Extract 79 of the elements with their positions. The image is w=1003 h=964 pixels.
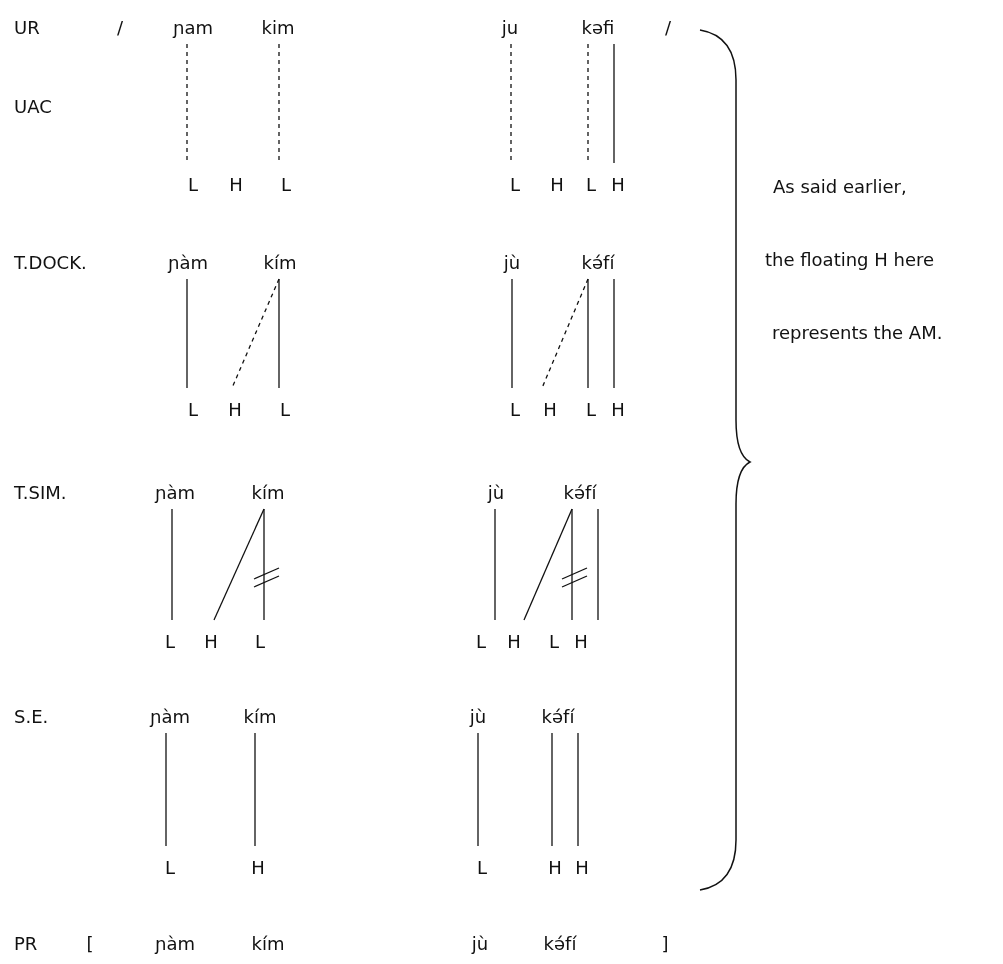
association-line <box>541 278 589 389</box>
row-label: T.DOCK. <box>14 253 87 273</box>
word-text: ɲàm <box>154 934 196 954</box>
tone-text: L <box>586 163 596 195</box>
syllable-text: ɲàm <box>154 483 196 509</box>
tone-text: H <box>574 620 588 652</box>
association-line <box>597 508 599 621</box>
tone-text: L <box>165 620 175 652</box>
association-line <box>186 278 188 389</box>
tone-text: H <box>575 846 589 878</box>
tone-text: L <box>188 388 198 420</box>
association-line <box>165 732 167 847</box>
association-line <box>263 508 265 621</box>
tone-text: L <box>280 388 290 420</box>
association-line <box>254 732 256 847</box>
association-line <box>477 732 479 847</box>
syllable-text: kə́fí <box>541 707 575 733</box>
note-text: represents the AM. <box>772 323 943 343</box>
row-label: UR <box>14 18 40 38</box>
bracket: [ <box>86 934 94 954</box>
syllable-text: jù <box>503 253 521 279</box>
association-line <box>231 278 280 389</box>
syllable-text: kím <box>263 253 297 279</box>
tone-text: H <box>550 163 564 195</box>
slash: / <box>116 18 124 38</box>
tone-text: H <box>507 620 521 652</box>
association-line <box>571 508 573 621</box>
association-line <box>587 278 589 389</box>
syllable-text: kim <box>261 18 295 44</box>
row-label: UAC <box>14 97 52 117</box>
syllable-text: ɲàm <box>149 707 191 733</box>
syllable-text: kím <box>251 483 285 509</box>
tone-text: H <box>543 388 557 420</box>
syllable-text: ɲam <box>172 18 214 44</box>
row-label: S.E. <box>14 707 49 727</box>
association-line <box>278 278 280 389</box>
tone-text: L <box>165 846 175 878</box>
tone-text: L <box>255 620 265 652</box>
tone-text: L <box>188 163 198 195</box>
word-text: jù <box>471 934 489 954</box>
tone-text: L <box>586 388 596 420</box>
tone-text: H <box>611 388 625 420</box>
tone-text: L <box>549 620 559 652</box>
syllable-text: kə́fí <box>581 253 615 279</box>
syllable-text: ju <box>501 18 519 44</box>
syllable-text: jù <box>469 707 487 733</box>
syllable-text: kím <box>243 707 277 733</box>
association-line <box>613 43 615 164</box>
tone-text: L <box>477 846 487 878</box>
row-label: T.SIM. <box>14 483 67 503</box>
tone-text: L <box>510 388 520 420</box>
syllable-text: kə́fí <box>563 483 597 509</box>
syllable-text: jù <box>487 483 505 509</box>
tone-text: L <box>476 620 486 652</box>
tone-text: H <box>611 163 625 195</box>
syllable-text: kəfi <box>581 18 615 44</box>
word-text: kə́fí <box>543 934 577 954</box>
association-line <box>171 508 173 621</box>
association-line <box>577 732 579 847</box>
tone-text: L <box>281 163 291 195</box>
tone-text: L <box>510 163 520 195</box>
tone-text: H <box>204 620 218 652</box>
tone-text: H <box>228 388 242 420</box>
association-line <box>511 278 513 389</box>
bracket: ] <box>661 934 669 954</box>
association-line <box>523 508 573 621</box>
tone-text: H <box>548 846 562 878</box>
slash: / <box>664 18 672 38</box>
note-text: the floating H here <box>765 250 935 270</box>
association-line <box>494 508 496 621</box>
note-text: As said earlier, <box>773 177 907 197</box>
tone-text: H <box>251 846 265 878</box>
association-line <box>551 732 553 847</box>
association-line <box>213 508 265 621</box>
word-text: kím <box>251 934 285 954</box>
row-label: PR <box>14 934 38 954</box>
association-line <box>613 278 615 389</box>
tone-text: H <box>229 163 243 195</box>
syllable-text: ɲàm <box>167 253 209 279</box>
